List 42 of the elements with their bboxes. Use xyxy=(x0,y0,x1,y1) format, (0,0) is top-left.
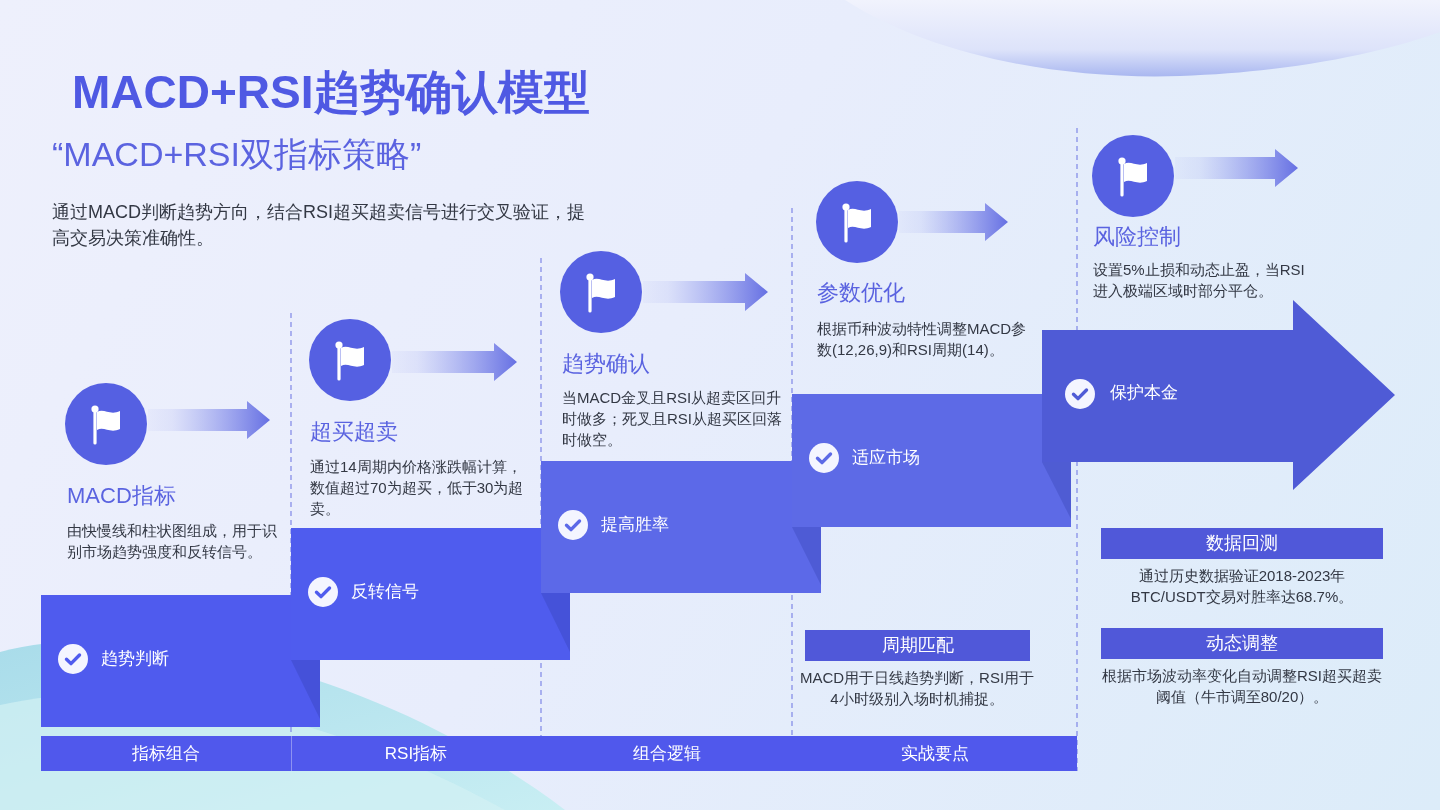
step-block xyxy=(541,461,792,593)
step-label: 适应市场 xyxy=(852,447,920,469)
arrow-block xyxy=(1042,300,1395,490)
section-description: MACD用于日线趋势判断，RSI用于4小时级别入场时机捕捉。 xyxy=(798,668,1036,709)
step-heading: 参数优化 xyxy=(817,279,905,307)
category-bar-segment: 指标组合 xyxy=(41,736,291,771)
section-description: 根据市场波动率变化自动调整RSI超买超卖阈值（牛市调至80/20）。 xyxy=(1101,666,1383,707)
step-label: 提高胜率 xyxy=(601,514,669,536)
flag-icon xyxy=(560,251,642,333)
arrow xyxy=(392,343,517,381)
step-description: 通过14周期内价格涨跌幅计算，数值超过70为超买，低于30为超卖。 xyxy=(310,457,525,519)
step-block xyxy=(291,528,541,660)
step-description: 当MACD金叉且RSI从超卖区回升时做多；死叉且RSI从超买区回落时做空。 xyxy=(562,388,783,450)
step-description: 由快慢线和柱状图组成，用于识别市场趋势强度和反转信号。 xyxy=(67,521,278,562)
step-label: 趋势判断 xyxy=(101,648,169,670)
flag-icon xyxy=(65,383,147,465)
step-heading: MACD指标 xyxy=(67,482,176,510)
step-label: 保护本金 xyxy=(1110,382,1178,404)
step-heading: 趋势确认 xyxy=(562,350,650,378)
arrow xyxy=(1175,149,1298,187)
arrow xyxy=(899,203,1008,241)
intro-paragraph: 通过MACD判断趋势方向，结合RSI超买超卖信号进行交叉验证，提高交易决策准确性。 xyxy=(52,201,586,250)
section-description: 通过历史数据验证2018-2023年BTC/USDT交易对胜率达68.7%。 xyxy=(1129,566,1355,607)
category-bar-segment: 组合逻辑 xyxy=(541,736,792,771)
step-description: 根据币种波动特性调整MACD参数(12,26,9)和RSI周期(14)。 xyxy=(817,319,1028,360)
step-block xyxy=(792,394,1042,527)
step-heading: 超买超卖 xyxy=(310,418,398,446)
arrow xyxy=(643,273,768,311)
flag-icon xyxy=(309,319,391,401)
diagram-title: MACD+RSI趋势确认模型 xyxy=(72,65,590,120)
flag-icon xyxy=(816,181,898,263)
section-header-band: 数据回测 xyxy=(1101,528,1383,559)
step-description: 设置5%止损和动态止盈，当RSI进入极端区域时部分平仓。 xyxy=(1093,260,1306,301)
section-header-band: 动态调整 xyxy=(1101,628,1383,659)
step-label: 反转信号 xyxy=(351,581,419,603)
step-heading: 风险控制 xyxy=(1093,223,1181,251)
flag-icon xyxy=(1092,135,1174,217)
step-block xyxy=(41,595,291,727)
category-bar-segment: RSI指标 xyxy=(291,736,541,771)
category-bar-segment: 实战要点 xyxy=(792,736,1077,771)
subtitle: “MACD+RSI双指标策略” xyxy=(52,134,422,175)
section-header-band: 周期匹配 xyxy=(805,630,1030,661)
